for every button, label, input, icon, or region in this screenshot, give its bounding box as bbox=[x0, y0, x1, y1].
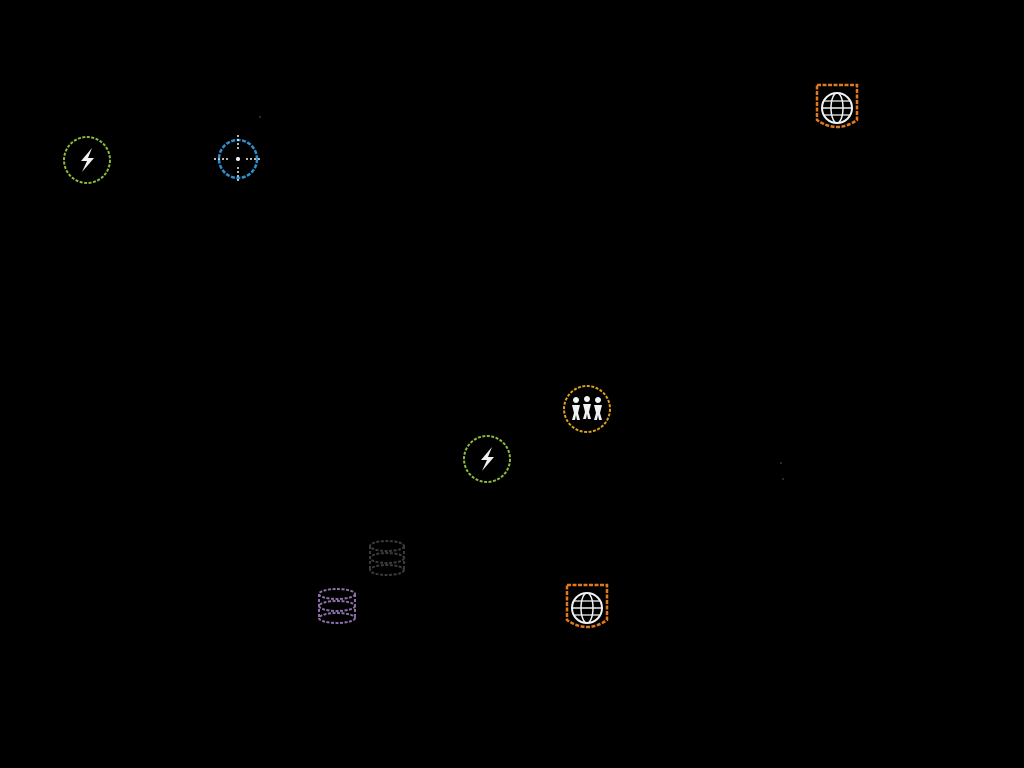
globe-token-1[interactable] bbox=[813, 82, 861, 134]
lightning-icon bbox=[63, 136, 111, 184]
lightning-token-1[interactable] bbox=[61, 134, 113, 186]
speck bbox=[259, 116, 261, 118]
globe-icon bbox=[815, 83, 859, 129]
speck bbox=[780, 462, 782, 464]
globe-icon bbox=[565, 583, 609, 629]
crosshair-target-icon bbox=[214, 135, 262, 183]
database-token-dark[interactable] bbox=[366, 538, 408, 582]
lightning-token-2[interactable] bbox=[461, 433, 513, 485]
people-token[interactable] bbox=[561, 383, 613, 435]
database-icon bbox=[369, 540, 405, 576]
people-icon bbox=[563, 385, 611, 433]
database-token-purple[interactable] bbox=[315, 586, 359, 632]
lightning-icon bbox=[463, 435, 511, 483]
target-token[interactable] bbox=[212, 133, 264, 185]
globe-token-2[interactable] bbox=[563, 582, 611, 634]
speck bbox=[782, 478, 784, 480]
database-icon bbox=[318, 588, 356, 624]
